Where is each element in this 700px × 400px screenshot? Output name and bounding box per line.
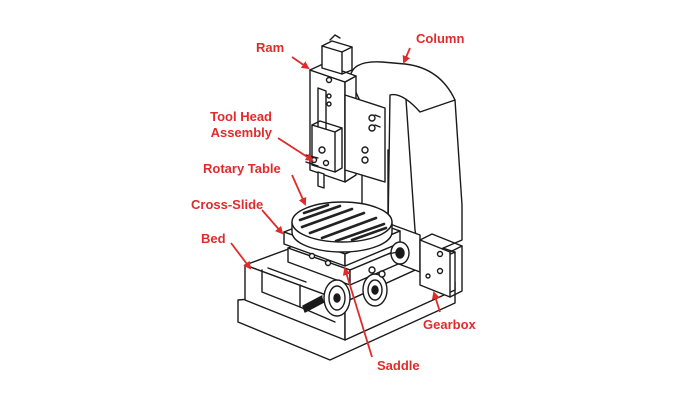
bed-arrow — [230, 242, 252, 270]
rotary-table-arrow — [291, 174, 307, 206]
column-arrow — [402, 47, 411, 64]
ram-arrow — [291, 56, 310, 70]
rotary-table-part — [291, 201, 393, 253]
column-label: Column — [416, 31, 465, 46]
gearbox-part — [419, 233, 463, 298]
bed-label: Bed — [201, 231, 226, 246]
handwheels-part — [302, 241, 410, 317]
tool-head-label-line2: Assembly — [210, 125, 272, 140]
gearbox-label: Gearbox — [423, 317, 476, 332]
cross-slide-arrow — [261, 209, 284, 235]
tool-head-label: Tool Head Assembly — [200, 109, 272, 141]
ram-label: Ram — [256, 40, 285, 55]
saddle-arrow — [342, 267, 373, 358]
cross-slide-label: Cross-Slide — [191, 197, 264, 212]
rotary-table-label: Rotary Table — [203, 161, 281, 176]
gearbox-arrow — [431, 291, 441, 313]
tool-head-label-line1: Tool Head — [210, 109, 272, 124]
tool-head-arrow — [277, 137, 314, 162]
saddle-label: Saddle — [377, 358, 420, 373]
